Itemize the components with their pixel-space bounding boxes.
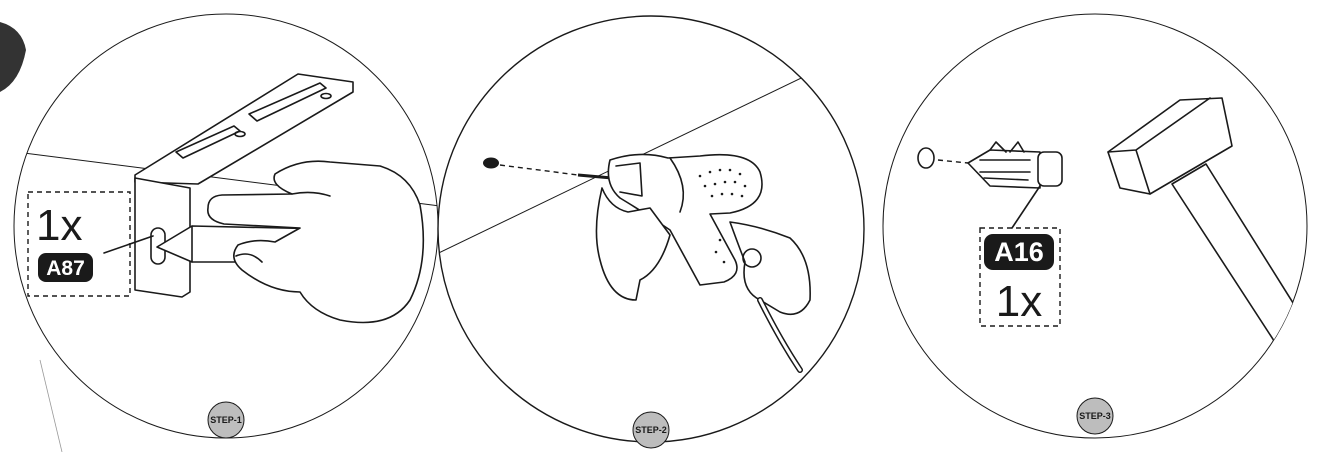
wall-hole [918, 148, 934, 168]
corner-tab [0, 22, 26, 92]
step-2-panel: STEP-2 [420, 16, 880, 448]
wall-plug [968, 150, 1040, 188]
part-code-2: A16 [994, 237, 1044, 267]
step-3-panel: A16 1x STEP-3 [883, 14, 1310, 438]
drill-bit [578, 175, 612, 178]
part-code: A87 [46, 257, 85, 280]
part-quantity: 1x [36, 201, 82, 250]
step-1-panel: 1x A87 STEP-1 [0, 14, 440, 438]
step-2-label: STEP-2 [635, 425, 667, 435]
guide-line [40, 360, 62, 452]
step-3-label: STEP-3 [1079, 411, 1111, 421]
step-1-label: STEP-1 [210, 415, 242, 425]
part-quantity-2: 1x [996, 277, 1042, 326]
wall-plug-collar [1038, 152, 1062, 186]
drill-mark [483, 158, 499, 169]
hammer-handle [1172, 164, 1310, 350]
hand-right [730, 222, 810, 314]
